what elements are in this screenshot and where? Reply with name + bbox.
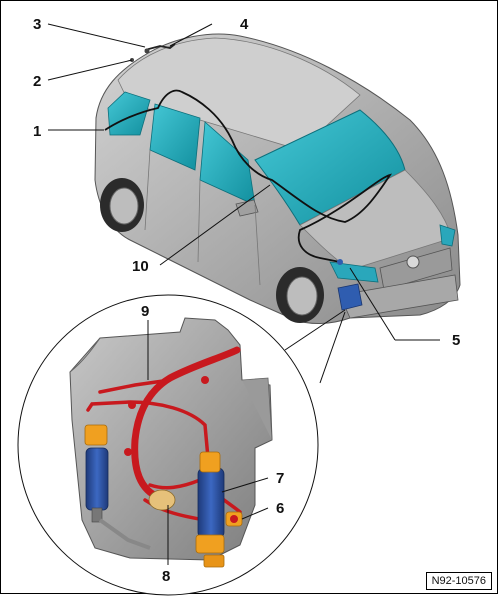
washer-jet-front (337, 259, 343, 265)
hose-fitting (201, 376, 209, 384)
car-illustration (94, 33, 461, 324)
callout-9: 9 (141, 303, 150, 320)
car-roof (117, 37, 361, 151)
leader-lines (47, 23, 440, 384)
hose-fitting (128, 401, 136, 409)
washer-hose-routing (104, 89, 393, 263)
callout-2: 2 (33, 73, 42, 90)
side-window-middle (149, 103, 201, 171)
callout-6: 6 (276, 500, 285, 517)
washer-pump-front (195, 451, 225, 568)
callout-5: 5 (452, 332, 461, 349)
vw-logo (406, 255, 420, 269)
figure-reference-code: N92-10576 (425, 572, 492, 590)
headlight (329, 261, 379, 283)
fluid-level-sender (225, 511, 243, 527)
front-reservoir-hint (337, 283, 363, 311)
reservoir-bracket (241, 377, 273, 441)
callout-1: 1 (33, 123, 42, 140)
hose-fitting (124, 448, 132, 456)
callout-3: 3 (33, 16, 42, 33)
door-seams (144, 149, 261, 286)
front-wheel (276, 267, 324, 323)
front-grille (379, 247, 453, 291)
rear-wheel (100, 178, 144, 232)
reservoir-detail (17, 294, 319, 596)
washer-pump-rear (84, 424, 151, 550)
callout-10: 10 (132, 258, 149, 275)
detail-leader-lines (147, 320, 269, 565)
side-window-rear (107, 91, 151, 136)
callout-7: 7 (276, 470, 285, 487)
rear-washer-nozzle (144, 43, 176, 51)
headlight-right (439, 224, 456, 247)
callout-4: 4 (240, 16, 249, 33)
callout-8: 8 (162, 568, 171, 585)
nozzle-connector (144, 48, 150, 54)
front-bumper (339, 274, 459, 319)
central-grommet (148, 489, 176, 511)
